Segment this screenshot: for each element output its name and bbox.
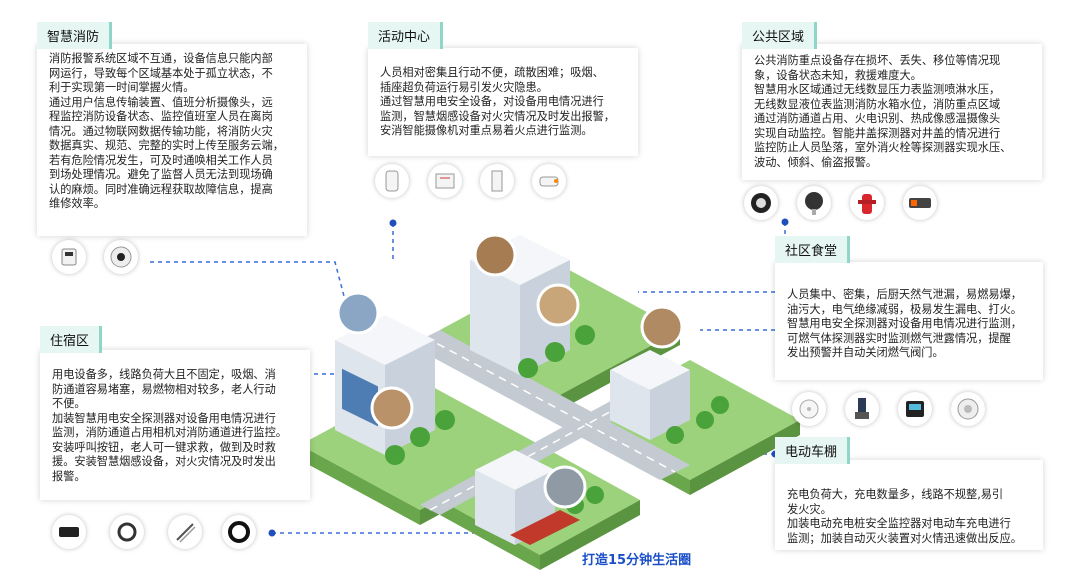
text-line: 援。安装智慧烟感设备，对火灾情况及时发出 (52, 455, 276, 468)
text-line: 公共消防重点设备存在损坏、丢失、移位等情况现 (754, 54, 1001, 67)
panel-fire-text: 消防报警系统区域不互通，设备信息只能内部 网运行，导致每个区域基本处于孤立状态，… (37, 44, 307, 222)
shutoff-valve-icon (845, 392, 879, 426)
text-line: 人员集中、密集，后厨天然气泄漏，易燃易爆， (787, 288, 1022, 301)
electrical-monitor-icon (898, 392, 932, 426)
text-line: 监测，消防通道占用相机对消防通道进行监控。 (52, 426, 287, 439)
smoke-detector-icon (375, 164, 409, 198)
photo-bubbles (336, 233, 684, 509)
panel-ebike: 充电负荷大，充电数量多，线路不规整,易引 发火灾。 加装电动充电桩安全监控器对电… (775, 460, 1043, 550)
text-line: 通过消防通道占用、火电识别、热成像感温摄像头 (754, 112, 1001, 125)
section-title-ebike: 电动车棚 (775, 437, 851, 464)
caption: 打造15分钟生活圈 (582, 553, 692, 568)
text-line: 利于实现第一时间掌握火情。 (49, 81, 195, 94)
connector-dot (268, 529, 276, 537)
connector-dot (389, 219, 397, 227)
dome-camera-icon (104, 240, 138, 274)
panel-fire: 消防报警系统区域不互通，设备信息只能内部 网运行，导致每个区域基本处于孤立状态，… (37, 44, 307, 236)
fire-hydrant-icon (850, 186, 884, 220)
panel-residence: 用电设备多，线路负荷大且不固定，吸烟、消 防通道容易堵塞，易燃物相对较多，老人行… (40, 350, 310, 500)
text-line: 智慧用水区域通过无线数显压力表监测喷淋水压， (754, 83, 1001, 96)
text-line: 到场处理情况。避免了监督人员无法到现场确 (49, 168, 273, 181)
text-line: 若有危险情况发生，可及时通唤相关工作人员 (49, 153, 273, 167)
text-line: 程监控消防设备状态、监控值班室人员在离岗 (49, 110, 273, 123)
connector-public (638, 222, 786, 293)
pressure-gauge-icon (744, 186, 778, 220)
gas-detector-icon (792, 392, 826, 426)
thermal-camera-icon (903, 186, 937, 220)
text-line: 发出预警并自动关闭燃气阀门。 (787, 346, 944, 359)
panel-public-text: 公共消防重点设备存在损坏、丢失、移位等情况现 象，设备状态未知，救援难度大。 智… (742, 44, 1042, 180)
panel-activity-text: 人员相对密集且行动不便，疏散困难；吸烟、 插座超负荷运行易引发火灾隐患。 通过智… (368, 48, 638, 149)
section-title-residence: 住宿区 (40, 326, 103, 353)
temperature-probe-icon (168, 515, 202, 549)
building-canteen (610, 350, 690, 440)
user-info-transmitter-icon (52, 240, 86, 274)
text-line: 报警。 (52, 469, 86, 483)
text-line: 通过智慧用电安全设备，对设备用电情况进行 (380, 95, 604, 108)
text-line: 安消智能摄像机对重点易着火点进行监测。 (380, 124, 593, 137)
panel-residence-text: 用电设备多，线路负荷大且不固定，吸烟、消 防通道容易堵塞，易燃物相对较多，老人行… (40, 350, 310, 494)
text-line: 发火灾。 (787, 502, 832, 516)
text-line: 维修效率。 (49, 197, 105, 210)
text-line: 监测，智慧烟感设备对火灾情况及时发出报警， (380, 109, 615, 123)
text-line: 网运行，导致每个区域基本处于孤立状态，不 (49, 66, 273, 80)
section-title-public: 公共区域 (742, 22, 818, 49)
text-line: 插座超负荷运行易引发火灾隐患。 (380, 80, 548, 94)
text-line: 消防报警系统区域不互通，设备信息只能内部 (49, 52, 273, 65)
text-line: 不便。 (52, 397, 86, 410)
text-line: 加装电动充电桩安全监控器对电动车充电进行 (787, 517, 1011, 530)
text-line: 监控防止人员坠落，室外消火栓等探测器实现水压、 (754, 141, 1012, 154)
text-line: 人员相对密集且行动不便，疏散困难；吸烟、 (380, 66, 604, 79)
text-line: 通过用户信息传输装置、值班分析摄像头，远 (49, 95, 273, 109)
section-title-activity: 活动中心 (368, 22, 444, 49)
text-line: 防通道容易堵塞，易燃物相对较多，老人行动 (52, 382, 276, 396)
connector-fire (150, 261, 346, 301)
panel-canteen: 人员集中、密集，后厨天然气泄漏，易燃易爆， 油污大，电气绝缘减弱，极易发生漏电、… (775, 262, 1043, 380)
panel-ebike-text: 充电负荷大，充电数量多，线路不规整,易引 发火灾。 加装电动充电桩安全监控器对电… (775, 460, 1043, 556)
text-line: 充电负荷大，充电数量多，线路不规整,易引 (787, 488, 1004, 501)
level-gauge-icon (797, 186, 831, 220)
text-line: 实现自动监控。智能井盖探测器对井盖的情况进行 (754, 126, 1001, 140)
call-button-icon (52, 515, 86, 549)
bullet-camera-icon (532, 164, 566, 198)
current-transformer-icon (110, 515, 144, 549)
text-line: 加装智慧用电安全探测器对设备用电情况进行 (52, 411, 276, 425)
text-line: 可燃气体探测器实时监测燃气泄露情况，提醒 (787, 331, 1011, 345)
connector-dot (781, 218, 789, 226)
section-title-fire: 智慧消防 (37, 22, 113, 49)
panel-public: 公共消防重点设备存在损坏、丢失、移位等情况现 象，设备状态未知，救援难度大。 智… (742, 44, 1042, 180)
electrical-sensor-icon (480, 164, 514, 198)
text-line: 安装呼叫按钮，老人可一键求救，做到及时救 (52, 440, 276, 454)
text-line: 无线数显液位表监测消防水箱水位，消防重点区域 (754, 97, 1001, 111)
text-line: 象，设备状态未知，救援难度大。 (754, 68, 922, 82)
text-line: 用电设备多，线路负荷大且不固定，吸烟、消 (52, 368, 276, 381)
text-line: 认的麻烦。同时准确远程获取故障信息，提高 (49, 182, 273, 196)
text-line: 波动、倾斜、偷盗报警。 (754, 155, 878, 169)
cable-sensor-icon (222, 515, 256, 549)
text-line: 智慧用电安全探测器对设备用电情况进行监测， (787, 317, 1022, 330)
section-title-canteen: 社区食堂 (775, 236, 851, 263)
text-line: 数据真实、规范、完整的实时上传至服务云端， (49, 139, 284, 152)
circuit-breaker-icon (428, 164, 462, 198)
text-line: 情况。通过物联网数据传输功能，将消防火灾 (49, 124, 273, 138)
text-line: 油污大，电气绝缘减弱，极易发生漏电、打火。 (787, 302, 1022, 316)
alarm-bell-icon (951, 392, 985, 426)
text-line: 监测；加装自动灭火装置对火情迅速做出反应。 (787, 531, 1022, 545)
panel-canteen-text: 人员集中、密集，后厨天然气泄漏，易燃易爆， 油污大，电气绝缘减弱，极易发生漏电、… (775, 262, 1043, 371)
panel-activity: 人员相对密集且行动不便，疏散困难；吸烟、 插座超负荷运行易引发火灾隐患。 通过智… (368, 48, 638, 156)
